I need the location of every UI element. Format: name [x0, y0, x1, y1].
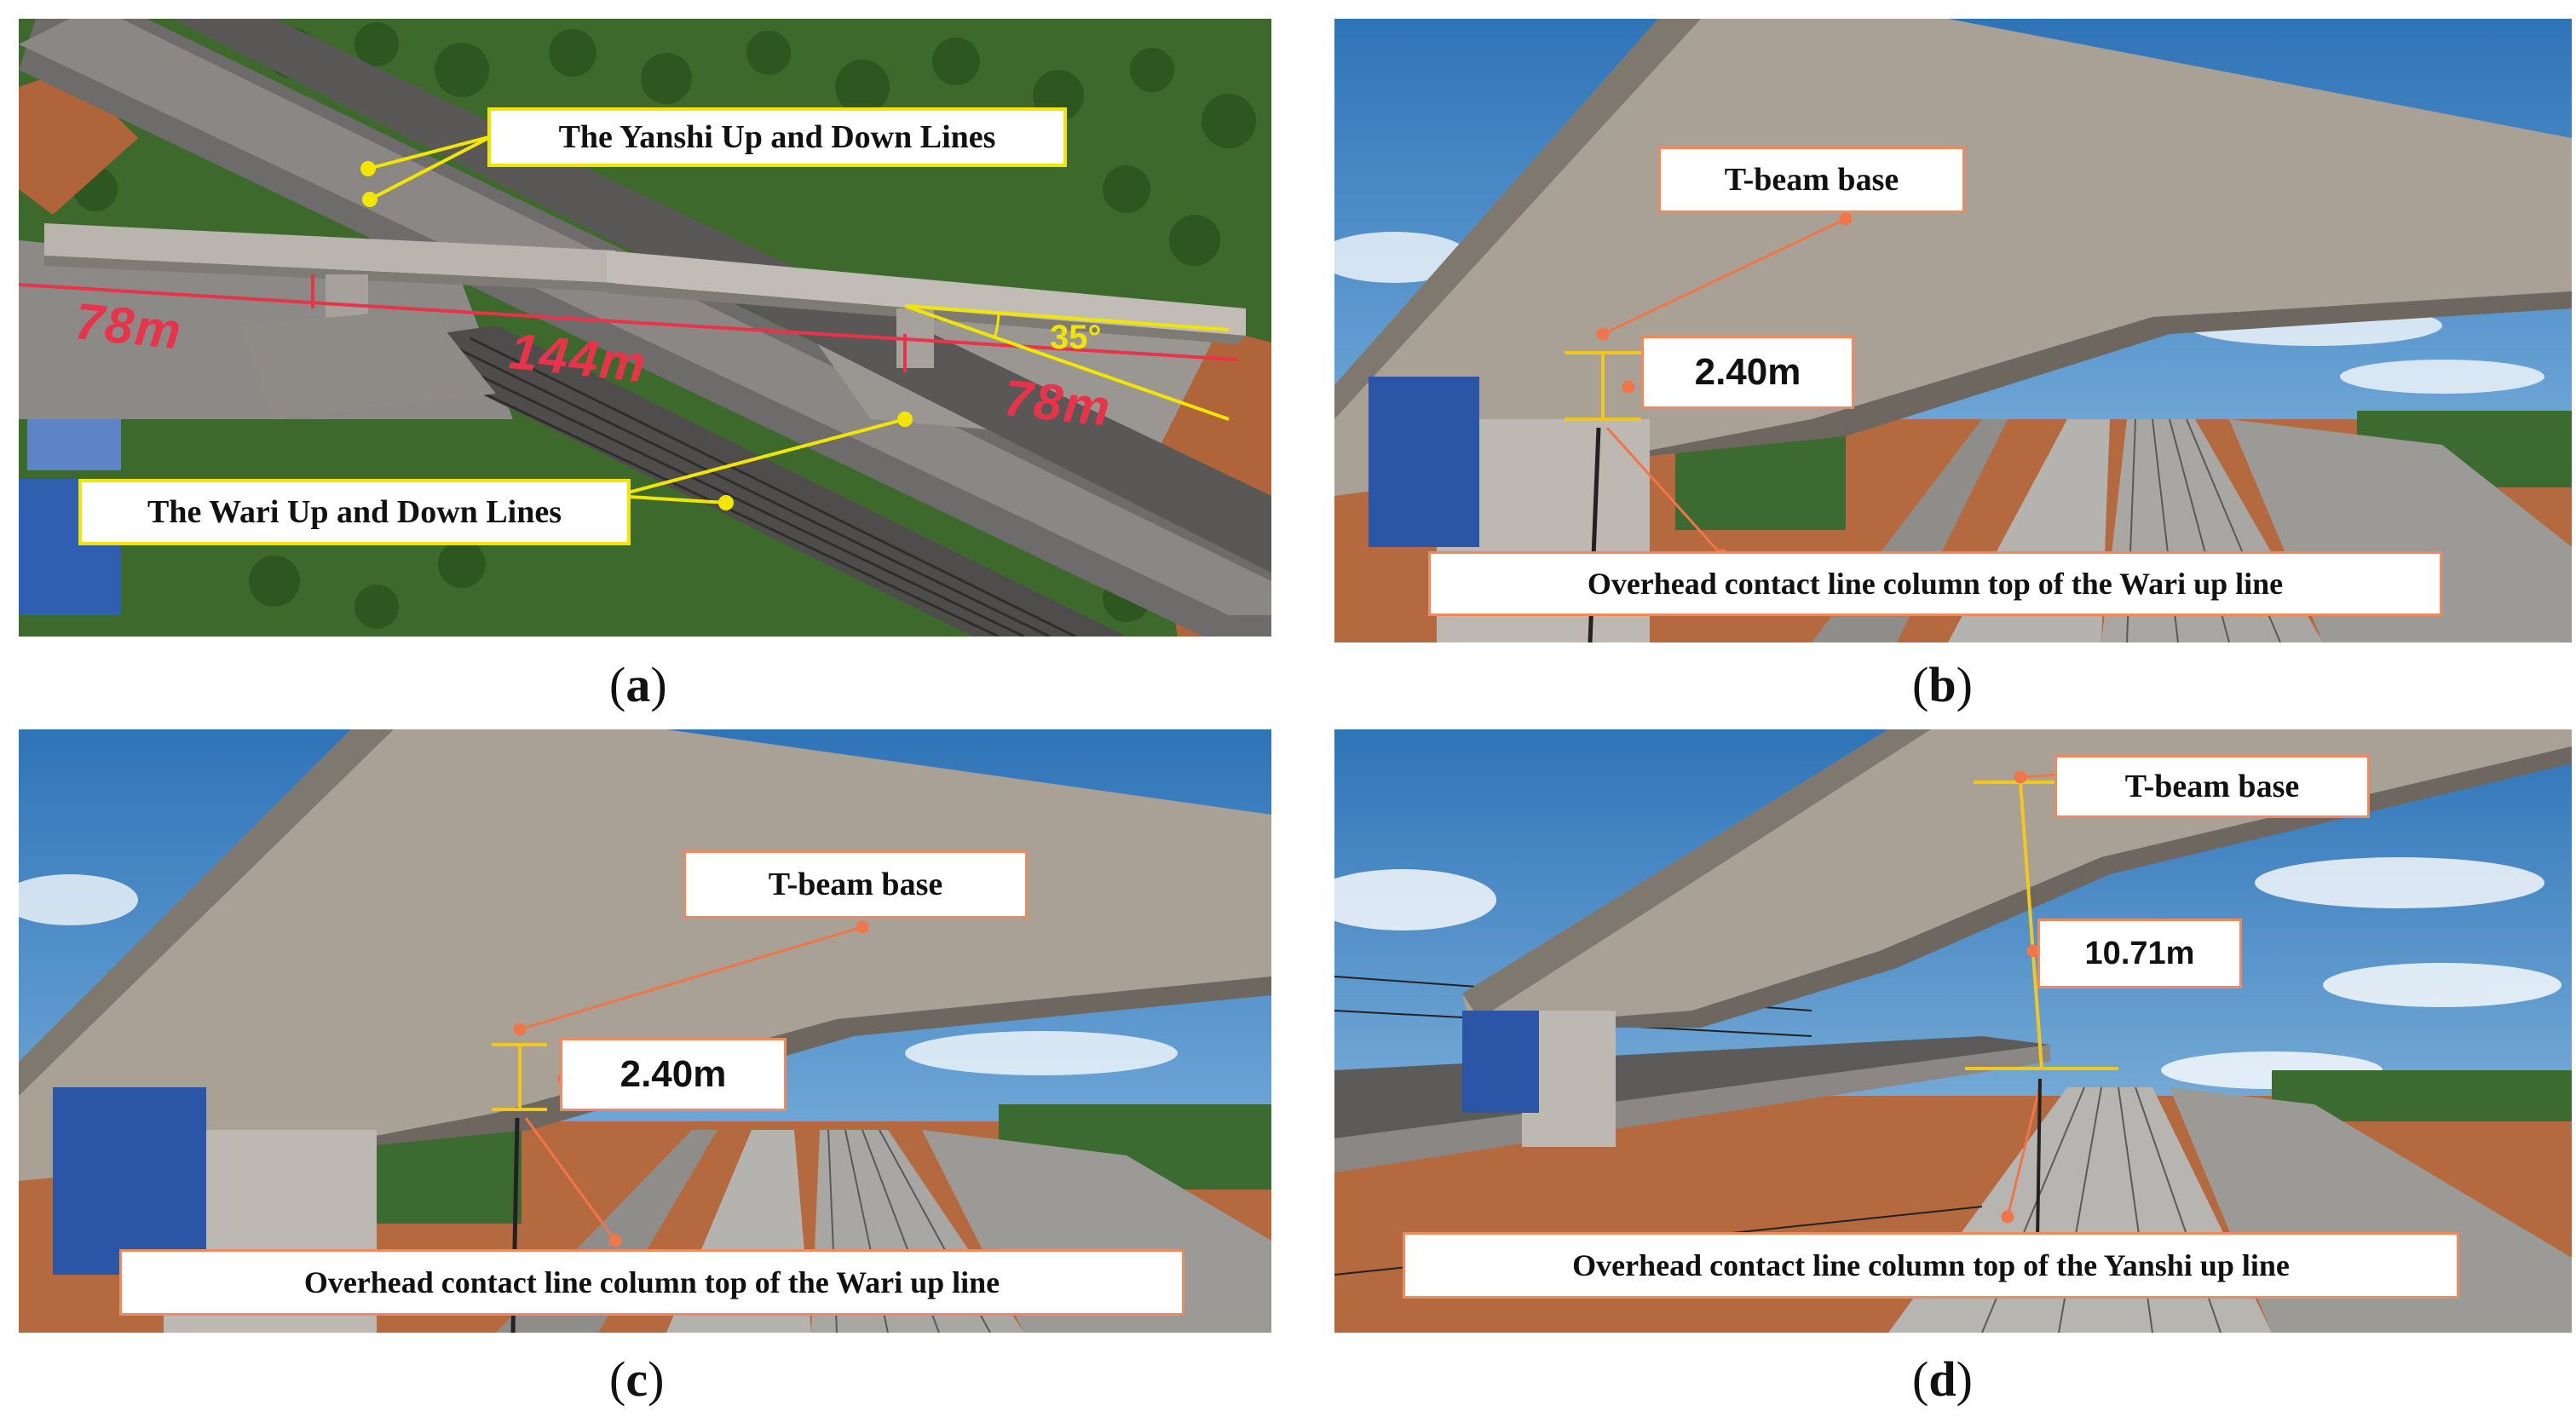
- panel-a-aerial-view: 78m 144m 78m 35° The Yanshi Up and Down …: [19, 19, 1271, 637]
- label-column-top: Overhead contact line column top of the …: [1428, 551, 2442, 616]
- label-column-top: Overhead contact line column top of the …: [119, 1249, 1184, 1316]
- caption-b: (b): [1912, 657, 1973, 712]
- panel-c-scene: [19, 729, 1271, 1333]
- label-t-beam-base: T-beam base: [1658, 147, 1965, 213]
- label-t-beam-base: T-beam base: [683, 850, 1028, 919]
- panel-d-view-under-beam: T-beam base 10.71m Overhead contact line…: [1334, 729, 2572, 1333]
- caption-d: (d): [1912, 1351, 1973, 1407]
- distance-label-right: 78m: [1000, 368, 1115, 437]
- label-column-top: Overhead contact line column top of the …: [1403, 1232, 2459, 1299]
- measurement-label: 2.40m: [560, 1038, 787, 1111]
- measurement-label: 2.40m: [1641, 336, 1854, 409]
- label-yanshi-lines: The Yanshi Up and Down Lines: [487, 107, 1067, 167]
- panel-b-scene: [1334, 19, 2572, 642]
- caption-c: (c): [609, 1351, 665, 1407]
- panel-b-view-under-beam: T-beam base 2.40m Overhead contact line …: [1334, 19, 2572, 642]
- angle-label: 35°: [1050, 319, 1102, 356]
- label-wari-lines: The Wari Up and Down Lines: [78, 479, 631, 545]
- distance-label-left: 78m: [72, 291, 186, 360]
- panel-c-view-under-beam: T-beam base 2.40m Overhead contact line …: [19, 729, 1271, 1333]
- label-t-beam-base: T-beam base: [2054, 755, 2370, 818]
- measurement-label: 10.71m: [2037, 919, 2242, 988]
- caption-a: (a): [609, 657, 667, 712]
